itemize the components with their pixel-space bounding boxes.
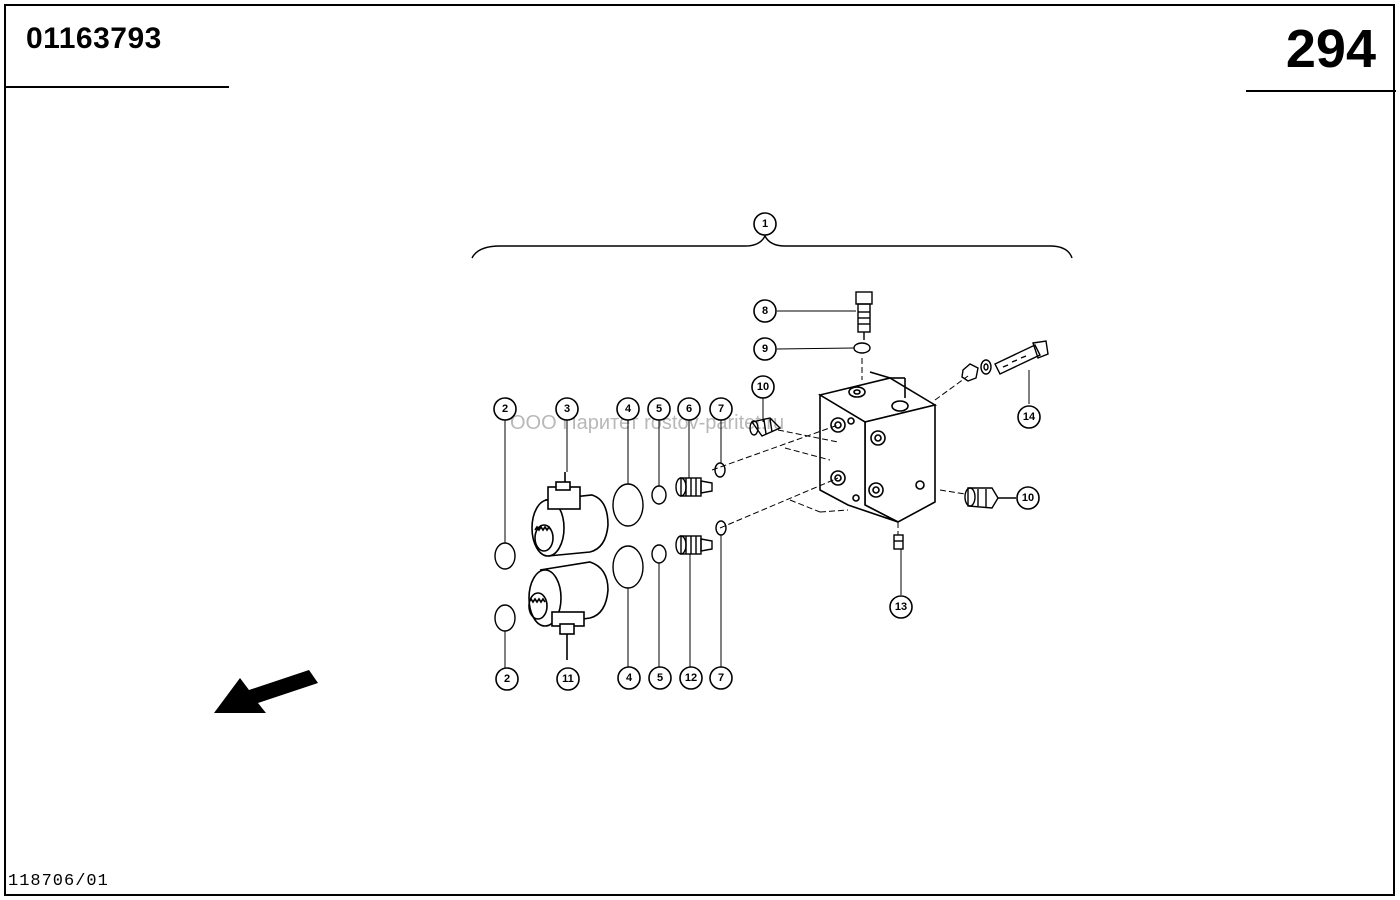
callout-14: 14 [1017, 405, 1041, 429]
callout-5-top: 5 [647, 397, 671, 421]
callout-number: 8 [762, 305, 768, 317]
callout-number: 6 [686, 403, 692, 415]
callout-number: 10 [1022, 492, 1034, 504]
callout-6: 6 [677, 397, 701, 421]
callout-number: 4 [626, 672, 633, 684]
assembly-brace [471, 234, 1073, 259]
arrow-down-left-icon [214, 670, 318, 713]
callout-number: 2 [504, 673, 510, 685]
callout-11: 11 [556, 667, 580, 691]
callout-12: 12 [679, 666, 703, 690]
o-ring-item-7-top [714, 462, 726, 478]
solenoid-coil-item-3 [531, 472, 609, 557]
drawing-code: 118706/01 [8, 872, 109, 891]
callout-number: 10 [757, 381, 769, 393]
plug-item-13 [893, 534, 904, 550]
callout-number: 7 [718, 672, 724, 684]
ring-item-4-top [612, 483, 644, 527]
drawing-frame [4, 4, 1395, 896]
callout-7-bottom: 7 [709, 666, 733, 690]
callout-number: 3 [564, 403, 570, 415]
o-ring-item-5-top [651, 485, 667, 505]
page-number: 294 [1285, 19, 1376, 79]
header-rule-left [4, 86, 229, 88]
callout-9: 9 [753, 337, 777, 361]
o-ring-item-5-bottom [651, 544, 667, 564]
fitting-item-10-right [964, 487, 1016, 509]
ring-item-4-bottom [612, 545, 644, 589]
cartridge-item-12 [675, 535, 713, 555]
bolt-item-14 [961, 340, 1049, 382]
valve-block [817, 371, 938, 523]
cartridge-item-6 [675, 477, 713, 497]
callout-10-right: 10 [1016, 486, 1040, 510]
callout-2-bottom: 2 [495, 667, 519, 691]
ring-item-2-top [494, 542, 516, 570]
o-ring-item-9 [853, 342, 871, 354]
callout-number: 9 [762, 343, 768, 355]
callout-number: 1 [762, 218, 768, 230]
callout-10-top: 10 [751, 375, 775, 399]
callout-number: 12 [685, 672, 697, 684]
fitting-item-8 [855, 291, 873, 340]
callout-13: 13 [889, 595, 913, 619]
fitting-item-10-top [749, 417, 782, 437]
callout-number: 4 [625, 403, 632, 415]
callout-number: 7 [718, 403, 724, 415]
callout-1: 1 [753, 212, 777, 236]
callout-number: 2 [502, 403, 508, 415]
header-rule-right [1246, 90, 1396, 92]
ring-item-2-bottom [494, 604, 516, 632]
callout-number: 5 [657, 672, 663, 684]
callout-number: 13 [895, 601, 907, 613]
solenoid-coil-item-11 [528, 561, 609, 660]
callout-number: 11 [562, 673, 574, 685]
callout-3: 3 [555, 397, 579, 421]
callout-4-top: 4 [616, 397, 640, 421]
part-number: 01163793 [26, 22, 162, 55]
callout-number: 14 [1023, 411, 1036, 423]
callout-8: 8 [753, 299, 777, 323]
callout-5-bottom: 5 [648, 666, 672, 690]
callout-7-top: 7 [709, 397, 733, 421]
callout-4-bottom: 4 [617, 666, 641, 690]
callout-2-top: 2 [493, 397, 517, 421]
callout-number: 5 [656, 403, 662, 415]
